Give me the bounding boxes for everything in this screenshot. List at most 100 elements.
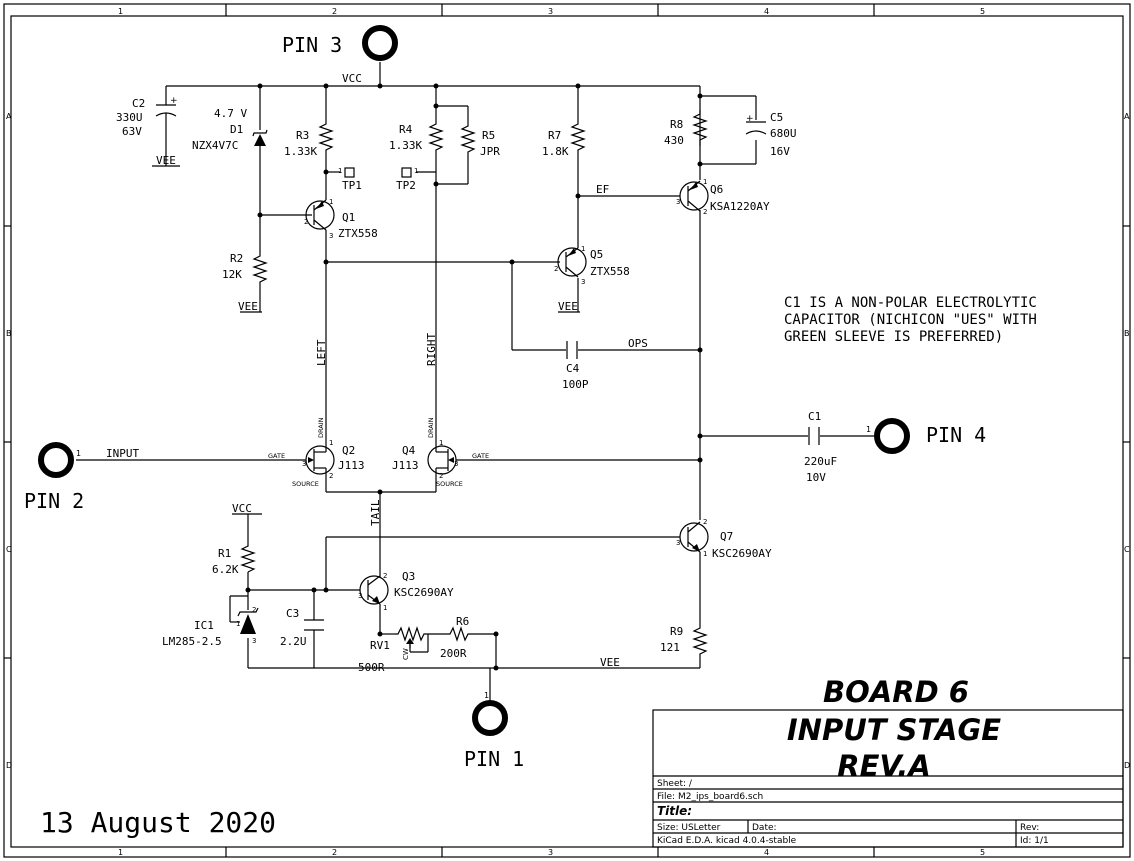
tb-file: File: M2_ips_board6.sch — [657, 792, 763, 802]
q7-value: KSC2690AY — [712, 547, 772, 560]
q1-value: ZTX558 — [338, 227, 378, 240]
ic1-value: LM285-2.5 — [162, 635, 222, 648]
svg-text:2: 2 — [703, 518, 707, 526]
pin-3-label: PIN 3 — [282, 33, 342, 57]
capacitor-c1: C1 220uF 10V — [804, 410, 837, 484]
r8-value: 430 — [664, 134, 684, 147]
testpoint-tp2: 1 TP2 — [396, 167, 418, 192]
r6-ref: R6 — [456, 615, 469, 628]
zener-d1: 4.7 V D1 NZX4V7C — [192, 107, 268, 152]
net-vee-bottom: VEE — [600, 656, 620, 669]
svg-text:2: 2 — [304, 218, 308, 226]
net-ops: OPS — [628, 337, 648, 350]
resistor-r3: R3 1.33K — [284, 118, 334, 158]
q2-ref: Q2 — [342, 444, 355, 457]
net-vcc-left: VCC — [232, 502, 252, 515]
net-input: INPUT — [106, 447, 139, 460]
svg-text:3: 3 — [676, 198, 680, 206]
q5-value: ZTX558 — [590, 265, 630, 278]
capacitor-c3: C3 2.2U — [280, 607, 324, 648]
banner-stage: INPUT STAGE — [787, 713, 1001, 747]
border-col-4-bottom: 4 — [764, 848, 769, 857]
q3-ref: Q3 — [402, 570, 415, 583]
svg-text:3: 3 — [252, 637, 256, 645]
title-banner: BOARD 6 INPUT STAGE REV.A — [787, 675, 1001, 783]
q6-value: KSA1220AY — [710, 200, 770, 213]
capacitor-c2: + C2 330U 63V — [116, 96, 178, 138]
c1-capacitance: 220uF — [804, 455, 837, 468]
r9-ref: R9 — [670, 625, 683, 638]
c5-voltage: 16V — [770, 145, 790, 158]
svg-text:1: 1 — [581, 245, 585, 253]
voltage-reference-ic1: 2 3 1 IC1 LM285-2.5 — [162, 606, 259, 648]
d1-ref: D1 — [230, 123, 243, 136]
r7-value: 1.8K — [542, 145, 569, 158]
svg-text:1: 1 — [236, 620, 240, 628]
svg-text:3: 3 — [454, 460, 458, 468]
banner-board: BOARD 6 — [823, 675, 969, 709]
svg-text:DRAIN: DRAIN — [317, 417, 325, 438]
resistor-r6: R6 200R — [440, 615, 470, 660]
c2-capacitance: 330U — [116, 111, 143, 124]
border-col-1-bottom: 1 — [118, 848, 123, 857]
border-row-a: A — [6, 112, 12, 121]
border-col-5-bottom: 5 — [980, 848, 985, 857]
note-line-1: C1 IS A NON-POLAR ELECTROLYTIC — [784, 295, 1037, 311]
border-row-c: C — [6, 545, 12, 554]
svg-text:2: 2 — [383, 572, 387, 580]
svg-text:2: 2 — [439, 472, 443, 480]
q6-ref: Q6 — [710, 183, 723, 196]
pin-2-connector: PIN 2 1 — [24, 442, 84, 513]
pin-4-label: PIN 4 — [926, 423, 986, 447]
c1-ref: C1 — [808, 410, 821, 423]
r3-ref: R3 — [296, 129, 309, 142]
border-col-2-bottom: 2 — [332, 848, 337, 857]
border-row-c-right: C — [1124, 545, 1130, 554]
svg-text:1: 1 — [414, 167, 418, 175]
d1-value: NZX4V7C — [192, 139, 238, 152]
note-line-2: CAPACITOR (NICHICON "UES" WITH — [784, 312, 1037, 328]
border-col-3: 3 — [548, 7, 553, 16]
r7-ref: R7 — [548, 129, 561, 142]
r4-value: 1.33K — [389, 139, 422, 152]
junction-dots — [245, 83, 703, 671]
banner-rev: REV.A — [837, 749, 931, 783]
svg-text:1: 1 — [329, 198, 333, 206]
r8-ref: R8 — [670, 118, 683, 131]
pin-4-number: 1 — [866, 425, 871, 434]
schematic-date: 13 August 2020 — [40, 806, 276, 839]
tp1-ref: TP1 — [342, 179, 362, 192]
svg-text:3: 3 — [581, 278, 585, 286]
pin-2-label: PIN 2 — [24, 489, 84, 513]
resistor-r2: R2 12K — [222, 250, 268, 284]
capacitor-c4: C4 100P — [562, 341, 589, 391]
pin-3-connector: PIN 3 — [282, 25, 398, 61]
q5-ref: Q5 — [590, 248, 603, 261]
c4-ref: C4 — [566, 362, 580, 375]
resistor-r4: R4 1.33K — [389, 118, 444, 158]
pin-1-connector: PIN 1 1 — [464, 691, 524, 771]
testpoint-tp1: 1 TP1 — [338, 167, 362, 192]
border-row-b-right: B — [1124, 329, 1130, 338]
pin-1-number: 1 — [484, 691, 489, 700]
border-col-5: 5 — [980, 7, 985, 16]
svg-text:SOURCE: SOURCE — [292, 480, 319, 488]
transistor-q5: 1 2 3 Q5 ZTX558 — [554, 245, 630, 286]
svg-text:1: 1 — [338, 167, 342, 175]
design-note: C1 IS A NON-POLAR ELECTROLYTIC CAPACITOR… — [784, 295, 1037, 345]
r9-value: 121 — [660, 641, 680, 654]
svg-text:1: 1 — [439, 439, 443, 447]
border-row-a-right: A — [1124, 112, 1130, 121]
border-col-2: 2 — [332, 7, 337, 16]
r5-ref: R5 — [482, 129, 495, 142]
title-block: Sheet: / File: M2_ips_board6.sch Title: … — [652, 709, 1124, 848]
transistor-q7: 2 3 1 Q7 KSC2690AY — [676, 518, 772, 560]
net-vee-q5: VEE — [558, 300, 578, 313]
r2-value: 12K — [222, 268, 242, 281]
tb-kicad: KiCad E.D.A. kicad 4.0.4-stable — [657, 836, 797, 846]
tb-rev: Rev: — [1020, 823, 1039, 833]
svg-text:1: 1 — [703, 550, 707, 558]
rv1-cw: CW — [402, 648, 410, 660]
tb-id: Id: 1/1 — [1020, 836, 1049, 846]
